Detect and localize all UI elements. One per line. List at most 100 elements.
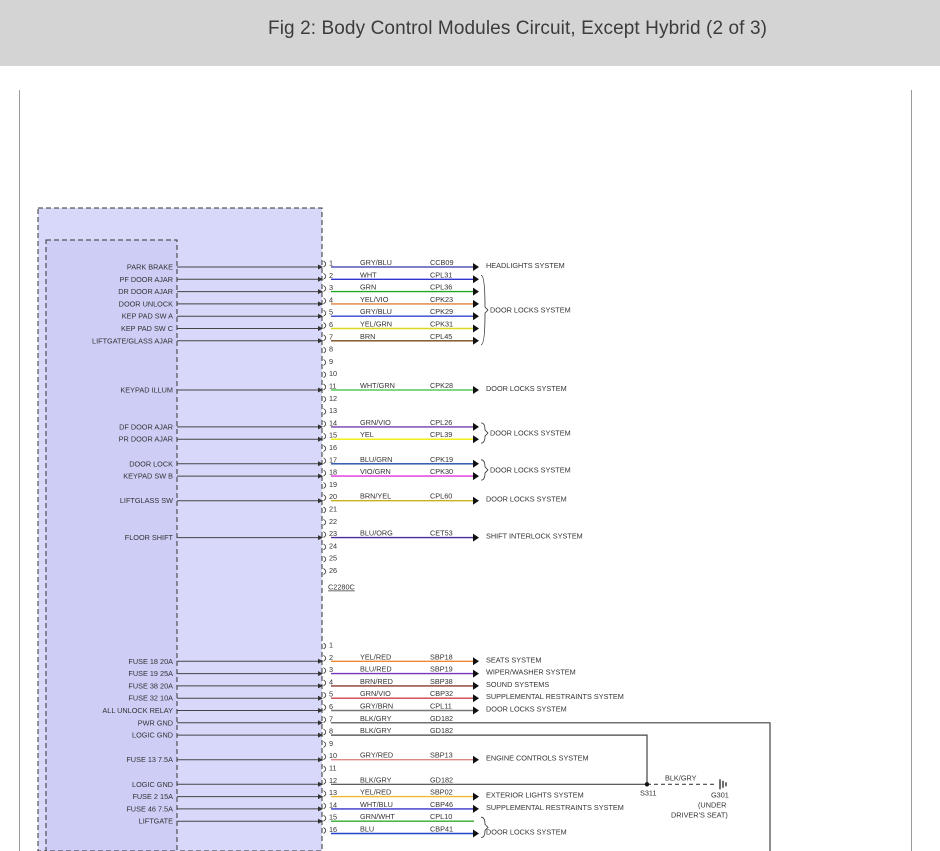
- connector-b-input-arrow: [318, 781, 323, 787]
- connector-b-input-label: FUSE 18 20A: [128, 657, 173, 666]
- connector-a-input-arrow: [318, 338, 323, 344]
- connector-a-connector-label: C2280C: [328, 583, 355, 592]
- connector-a-wire-arrow: [473, 422, 479, 431]
- connector-b-wire-color-label: GRY/RED: [360, 751, 393, 760]
- connector-a-pin-bracket: [323, 309, 327, 317]
- connector-b-input-label: LOGIC GND: [132, 731, 173, 740]
- connector-b-system-label: WIPER/WASHER SYSTEM: [486, 668, 576, 677]
- connector-a-wire-arrow: [473, 312, 479, 321]
- connector-a-pin-number: 7: [329, 332, 333, 341]
- connector-b-system-label: EXTERIOR LIGHTS SYSTEM: [486, 791, 584, 800]
- connector-a-input-arrow: [318, 313, 323, 319]
- connector-a-pin-number: 5: [329, 308, 333, 317]
- connector-b-pin-number: 5: [329, 690, 333, 699]
- connector-a-wire-arrow: [473, 435, 479, 444]
- connector-b-input-arrow: [318, 818, 323, 824]
- connector-a-input-label: PR DOOR AJAR: [119, 435, 173, 444]
- connector-a-pin-bracket: [323, 531, 327, 538]
- connector-a-pin-number: 6: [329, 320, 333, 329]
- connector-b-pin-bracket: [323, 691, 327, 699]
- connector-a-wire-color-label: BLU/GRN: [360, 455, 392, 464]
- connector-a-pin-bracket: [323, 408, 327, 415]
- connector-b-pin-number: 13: [329, 788, 337, 797]
- connector-b-circuit-label: CBP32: [430, 689, 453, 698]
- connector-a-group-system-label: DOOR LOCKS SYSTEM: [490, 465, 571, 474]
- connector-a-input-arrow: [318, 436, 323, 442]
- connector-a-wire-color-label: YEL/GRN: [360, 320, 392, 329]
- connector-b-system-label: SUPPLEMENTAL RESTRAINTS SYSTEM: [486, 692, 624, 701]
- connector-b-circuit-label: SBP18: [430, 652, 453, 661]
- connector-a-circuit-label: CPK28: [430, 381, 453, 390]
- connector-b-input-arrow: [318, 683, 323, 689]
- connector-b-pin-number: 14: [329, 800, 337, 809]
- connector-b-input-label: FUSE 19 25A: [128, 669, 173, 678]
- connector-a-input-label: DOOR UNLOCK: [119, 299, 173, 308]
- connector-a-wire-color-label: GRN/VIO: [360, 418, 391, 427]
- connector-a-pin-number: 14: [329, 418, 337, 427]
- connector-a-circuit-label: CPK23: [430, 295, 453, 304]
- connector-b-pin-number: 6: [329, 702, 333, 711]
- connector-b-input-label: LIFTGATE: [139, 817, 173, 826]
- connector-a-pin-bracket: [323, 469, 327, 477]
- connector-b-pin-bracket: [323, 704, 327, 711]
- connector-a-group-system-label: DOOR LOCKS SYSTEM: [490, 429, 571, 438]
- connector-a-circuit-label: CPK29: [430, 307, 453, 316]
- connector-b-group-brace: [480, 816, 489, 838]
- connector-a-circuit-label: CET53: [430, 529, 453, 538]
- connector-b-circuit-label: GD182: [430, 714, 453, 723]
- connector-b-input-arrow: [318, 695, 323, 701]
- connector-b-circuit-label: SBP19: [430, 665, 453, 674]
- connector-b-wire-color-label: BLK/GRY: [360, 775, 392, 784]
- connector-a-pin-number: 3: [329, 283, 333, 292]
- connector-a-pin-number: 10: [329, 369, 337, 378]
- connector-a-pin-number: 18: [329, 468, 337, 477]
- connector-b-wire-color-label: BLU/RED: [360, 665, 392, 674]
- connector-a-pin-number: 9: [329, 357, 333, 366]
- connector-a-circuit-label: CPK30: [430, 467, 453, 476]
- connector-a-pin-number: 22: [329, 517, 337, 526]
- connector-a-input-arrow: [318, 424, 323, 430]
- splice-label: S311: [640, 788, 657, 797]
- connector-b-input-label: PWR GND: [138, 718, 173, 727]
- connector-a-input-label: DF DOOR AJAR: [119, 422, 173, 431]
- connector-a-circuit-label: CPL36: [430, 283, 452, 292]
- connector-a-pin-bracket: [323, 371, 327, 379]
- connector-b-pin-number: 4: [329, 677, 333, 686]
- connector-b-wire-color-label: BRN/RED: [360, 677, 393, 686]
- connector-b-circuit-label: CPL10: [430, 812, 452, 821]
- connector-b-wire-color-label: BLK/GRY: [360, 726, 392, 735]
- logic-gnd-wire: [331, 734, 648, 785]
- connector-a-wire-arrow: [473, 287, 479, 296]
- connector-a-pin-number: 4: [329, 295, 333, 304]
- connector-a-pin-number: 17: [329, 455, 337, 464]
- ground-wire-color-label: BLK/GRY: [665, 773, 697, 782]
- connector-b-system-label: SUPPLEMENTAL RESTRAINTS SYSTEM: [486, 803, 624, 812]
- connector-b-wire-color-label: BLU: [360, 825, 374, 834]
- connector-a-input-arrow: [318, 301, 323, 307]
- connector-a-system-label: DOOR LOCKS SYSTEM: [486, 495, 567, 504]
- connector-a-system-label: SHIFT INTERLOCK SYSTEM: [486, 532, 583, 541]
- connector-a-wire-arrow: [473, 336, 479, 345]
- connector-b-pin-bracket: [323, 827, 327, 834]
- connector-a-pin-bracket: [323, 285, 327, 292]
- connector-b-pin-number: 12: [329, 776, 337, 785]
- connector-a-wire-color-label: YEL/VIO: [360, 295, 389, 304]
- connector-a-pin-bracket: [323, 297, 327, 305]
- connector-a-circuit-label: CPK31: [430, 320, 453, 329]
- splice-dot: [644, 782, 650, 787]
- connector-b-circuit-label: CBP46: [430, 800, 453, 809]
- connector-a-circuit-label: CPK19: [430, 455, 453, 464]
- connector-a-wire-arrow: [473, 533, 479, 542]
- connector-b-wire-arrow: [473, 681, 479, 690]
- connector-b-wire-arrow: [473, 804, 479, 813]
- connector-a-input-label: FLOOR SHIFT: [125, 533, 174, 542]
- connector-b-system-label: ENGINE CONTROLS SYSTEM: [486, 754, 589, 763]
- connector-b-pin-bracket: [323, 667, 327, 674]
- connector-b-circuit-label: SBP13: [430, 751, 453, 760]
- connector-a-pin-bracket: [323, 432, 327, 440]
- connector-b-input-label: FUSE 32 10A: [128, 694, 173, 703]
- connector-a-wire-color-label: GRN: [360, 283, 376, 292]
- connector-a-input-label: KEP PAD SW C: [121, 324, 173, 333]
- connector-b-input-label: FUSE 2 15A: [132, 792, 173, 801]
